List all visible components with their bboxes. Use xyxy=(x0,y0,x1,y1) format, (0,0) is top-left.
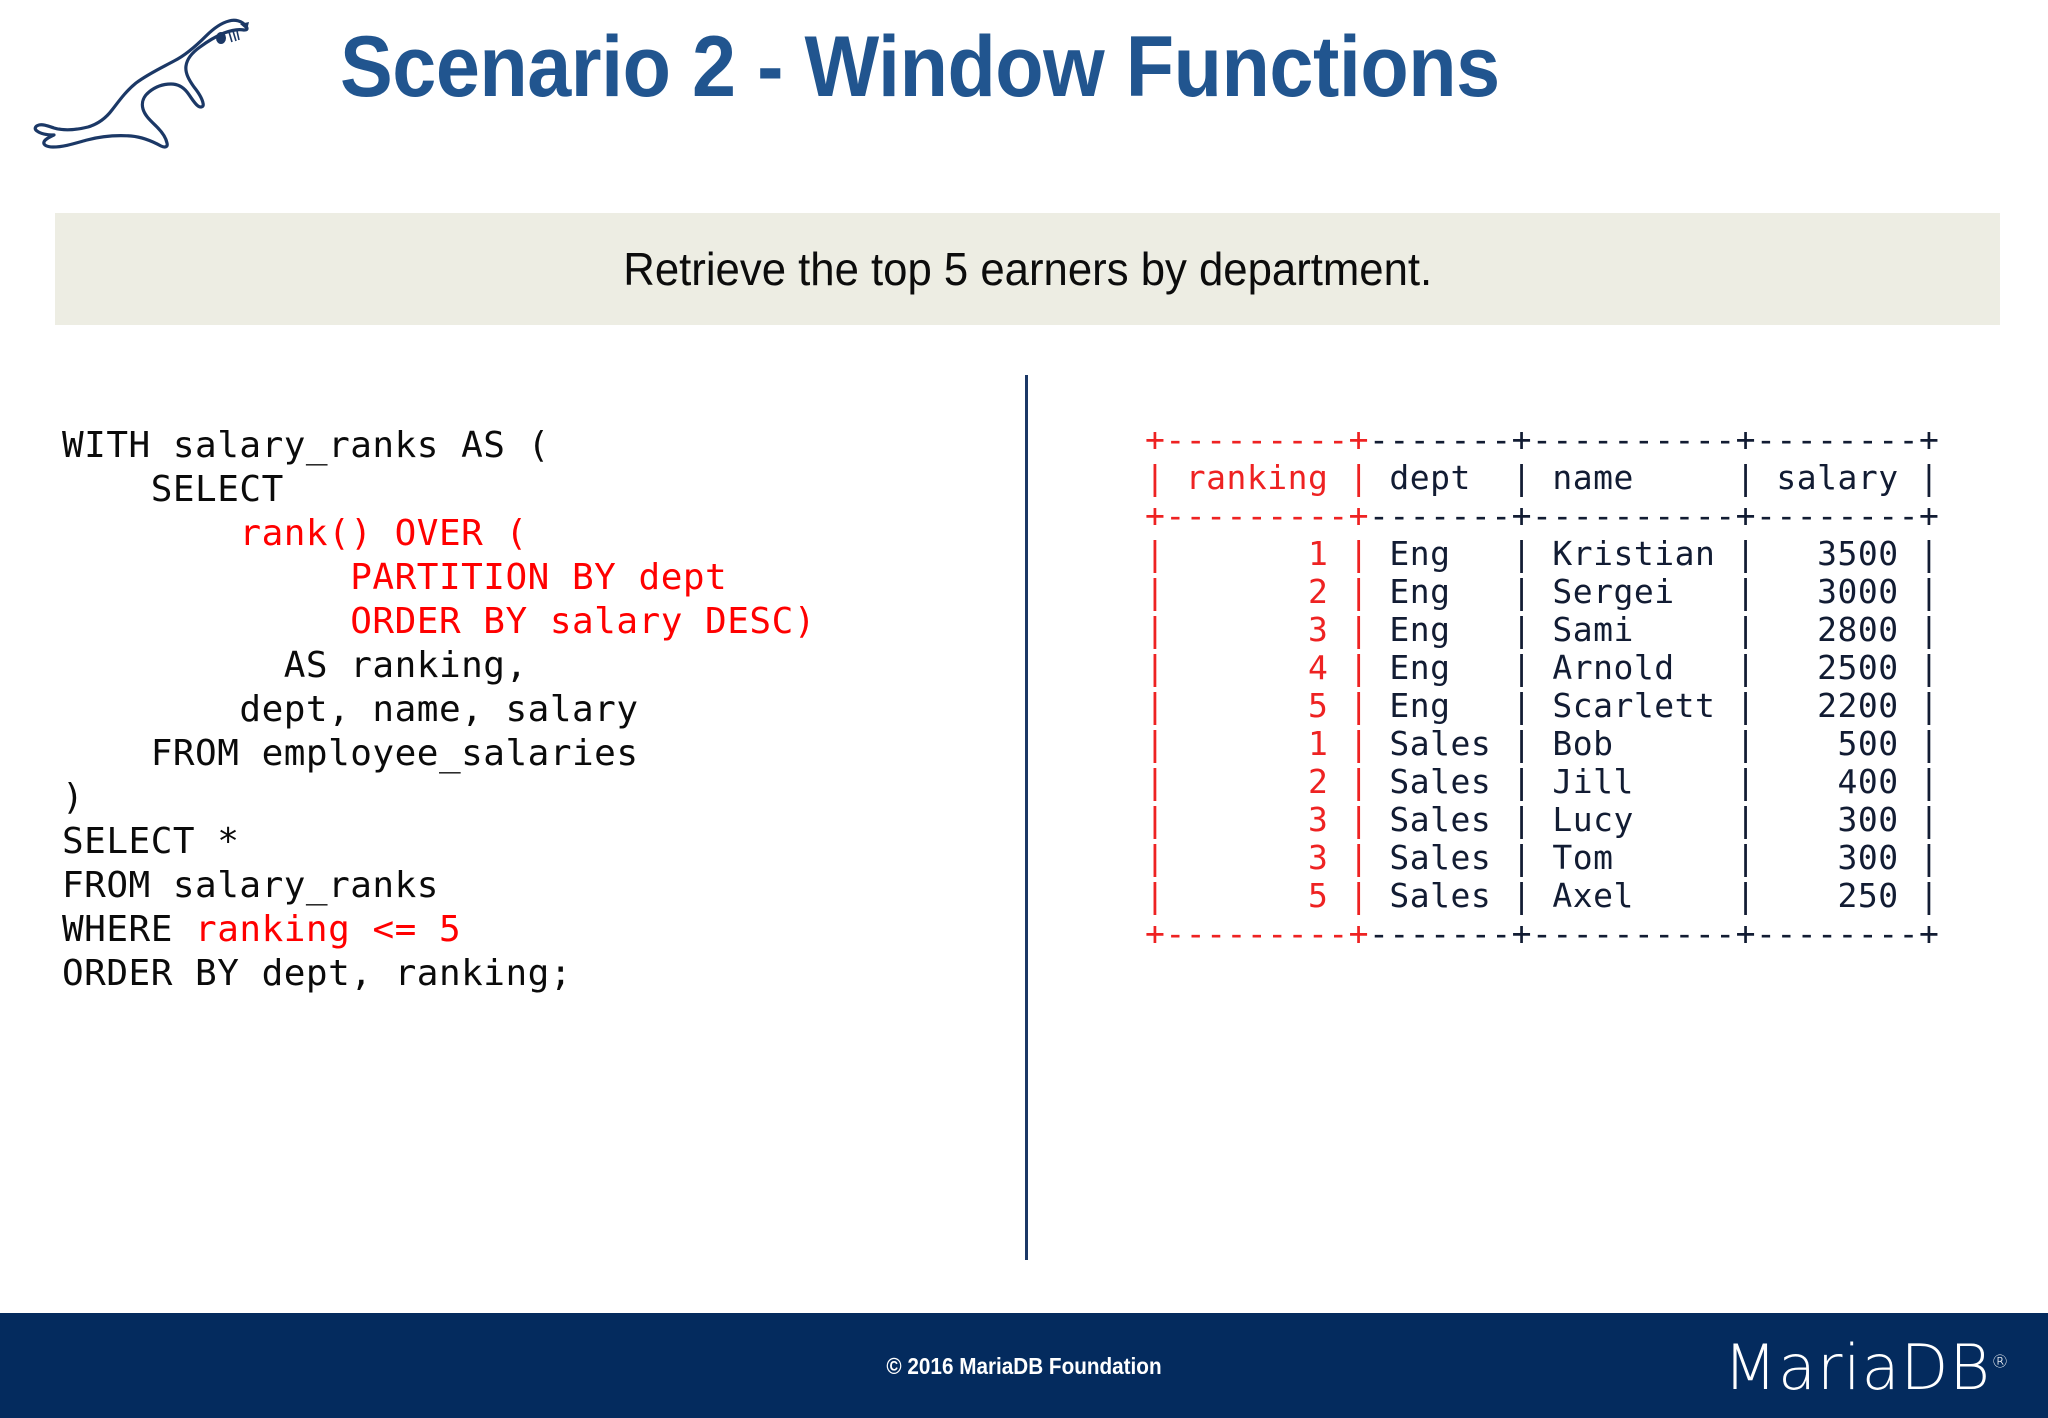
sql-line-segment: ORDER BY salary DESC) xyxy=(62,601,816,642)
table-cell: | xyxy=(1348,648,1370,687)
mariadb-wordmark: MariaDB xyxy=(1723,1331,1991,1404)
sql-line-segment: rank() OVER ( xyxy=(62,513,528,554)
sql-line-segment: FROM salary_ranks xyxy=(62,865,439,906)
table-cell: | xyxy=(1145,686,1166,725)
table-cell: 2 xyxy=(1165,762,1349,801)
table-cell: Sales | Bob | 500 | xyxy=(1369,724,1940,763)
table-cell: | xyxy=(1145,876,1166,915)
table-cell: | xyxy=(1145,572,1166,611)
table-cell: | xyxy=(1145,724,1166,763)
table-cell: | xyxy=(1348,724,1370,763)
table-cell: 1 xyxy=(1165,534,1349,573)
sql-code-block: WITH salary_ranks AS ( SELECT rank() OVE… xyxy=(62,424,816,996)
sql-line-segment: WITH salary_ranks AS ( xyxy=(62,425,550,466)
table-cell: | xyxy=(1145,458,1166,497)
sql-line-segment: ranking <= 5 xyxy=(195,909,462,950)
sql-line-segment: PARTITION BY dept xyxy=(62,557,728,598)
table-cell: | xyxy=(1145,610,1166,649)
table-cell: Eng | Sami | 2800 | xyxy=(1369,610,1940,649)
table-cell: | xyxy=(1348,838,1370,877)
table-cell: dept | name | salary | xyxy=(1369,458,1940,497)
vertical-divider xyxy=(1025,375,1028,1260)
table-cell: | xyxy=(1145,800,1166,839)
table-cell: Eng | Kristian | 3500 | xyxy=(1369,534,1940,573)
mariadb-logo: MariaDB® xyxy=(1723,1331,2010,1404)
table-cell: | xyxy=(1348,876,1370,915)
table-cell: 2 xyxy=(1165,572,1349,611)
sql-line-segment: ORDER BY dept, ranking; xyxy=(62,953,572,994)
table-cell: | xyxy=(1348,572,1370,611)
sql-line-segment: WHERE xyxy=(62,909,196,950)
sql-line-segment: ) xyxy=(62,777,85,818)
footer-copyright: © 2016 MariaDB Foundation xyxy=(886,1353,1162,1379)
table-cell: 3 xyxy=(1165,800,1349,839)
table-cell: Sales | Tom | 300 | xyxy=(1369,838,1940,877)
sql-line-segment: AS ranking, xyxy=(62,645,528,686)
table-cell: Eng | Sergei | 3000 | xyxy=(1369,572,1940,611)
table-cell: Sales | Jill | 400 | xyxy=(1369,762,1940,801)
table-cell: 3 xyxy=(1165,610,1349,649)
question-text: Retrieve the top 5 earners by department… xyxy=(623,243,1432,295)
table-cell: 5 xyxy=(1165,876,1349,915)
table-cell: | xyxy=(1348,458,1370,497)
query-result-table: +---------+-------+----------+--------+ … xyxy=(1145,421,1939,953)
table-cell: Sales | Axel | 250 | xyxy=(1369,876,1940,915)
sea-lion-logo-icon xyxy=(18,8,258,158)
table-cell: Sales | Lucy | 300 | xyxy=(1369,800,1940,839)
table-cell: -------+----------+--------+ xyxy=(1369,496,1940,535)
table-cell: +---------+ xyxy=(1145,496,1370,535)
sql-line-segment: SELECT * xyxy=(62,821,240,862)
question-banner: Retrieve the top 5 earners by department… xyxy=(55,213,2000,325)
table-cell: -------+----------+--------+ xyxy=(1369,420,1940,459)
sql-line-segment: FROM employee_salaries xyxy=(62,733,639,774)
sql-line-segment: dept, name, salary xyxy=(62,689,639,730)
table-cell: | xyxy=(1348,762,1370,801)
table-cell: +---------+ xyxy=(1145,914,1370,953)
table-cell: 3 xyxy=(1165,838,1349,877)
table-cell: 5 xyxy=(1165,686,1349,725)
table-cell: Eng | Arnold | 2500 | xyxy=(1369,648,1940,687)
page-title: Scenario 2 - Window Functions xyxy=(340,19,1500,115)
table-cell: | xyxy=(1145,762,1166,801)
table-cell: ranking xyxy=(1165,458,1349,497)
table-cell: +---------+ xyxy=(1145,420,1370,459)
table-cell: | xyxy=(1348,686,1370,725)
slide-body: WITH salary_ranks AS ( SELECT rank() OVE… xyxy=(0,340,2048,1300)
table-cell: -------+----------+--------+ xyxy=(1369,914,1940,953)
slide-header: Scenario 2 - Window Functions xyxy=(0,0,2048,200)
table-cell: | xyxy=(1145,648,1166,687)
slide-footer: © 2016 MariaDB Foundation MariaDB® xyxy=(0,1313,2048,1418)
table-cell: | xyxy=(1145,838,1166,877)
registered-mark: ® xyxy=(1991,1351,2010,1373)
table-cell: | xyxy=(1348,610,1370,649)
table-cell: 1 xyxy=(1165,724,1349,763)
sql-line-segment: SELECT xyxy=(62,469,284,510)
table-cell: | xyxy=(1348,534,1370,573)
table-cell: | xyxy=(1348,800,1370,839)
table-cell: 4 xyxy=(1165,648,1349,687)
table-cell: | xyxy=(1145,534,1166,573)
table-cell: Eng | Scarlett | 2200 | xyxy=(1369,686,1940,725)
